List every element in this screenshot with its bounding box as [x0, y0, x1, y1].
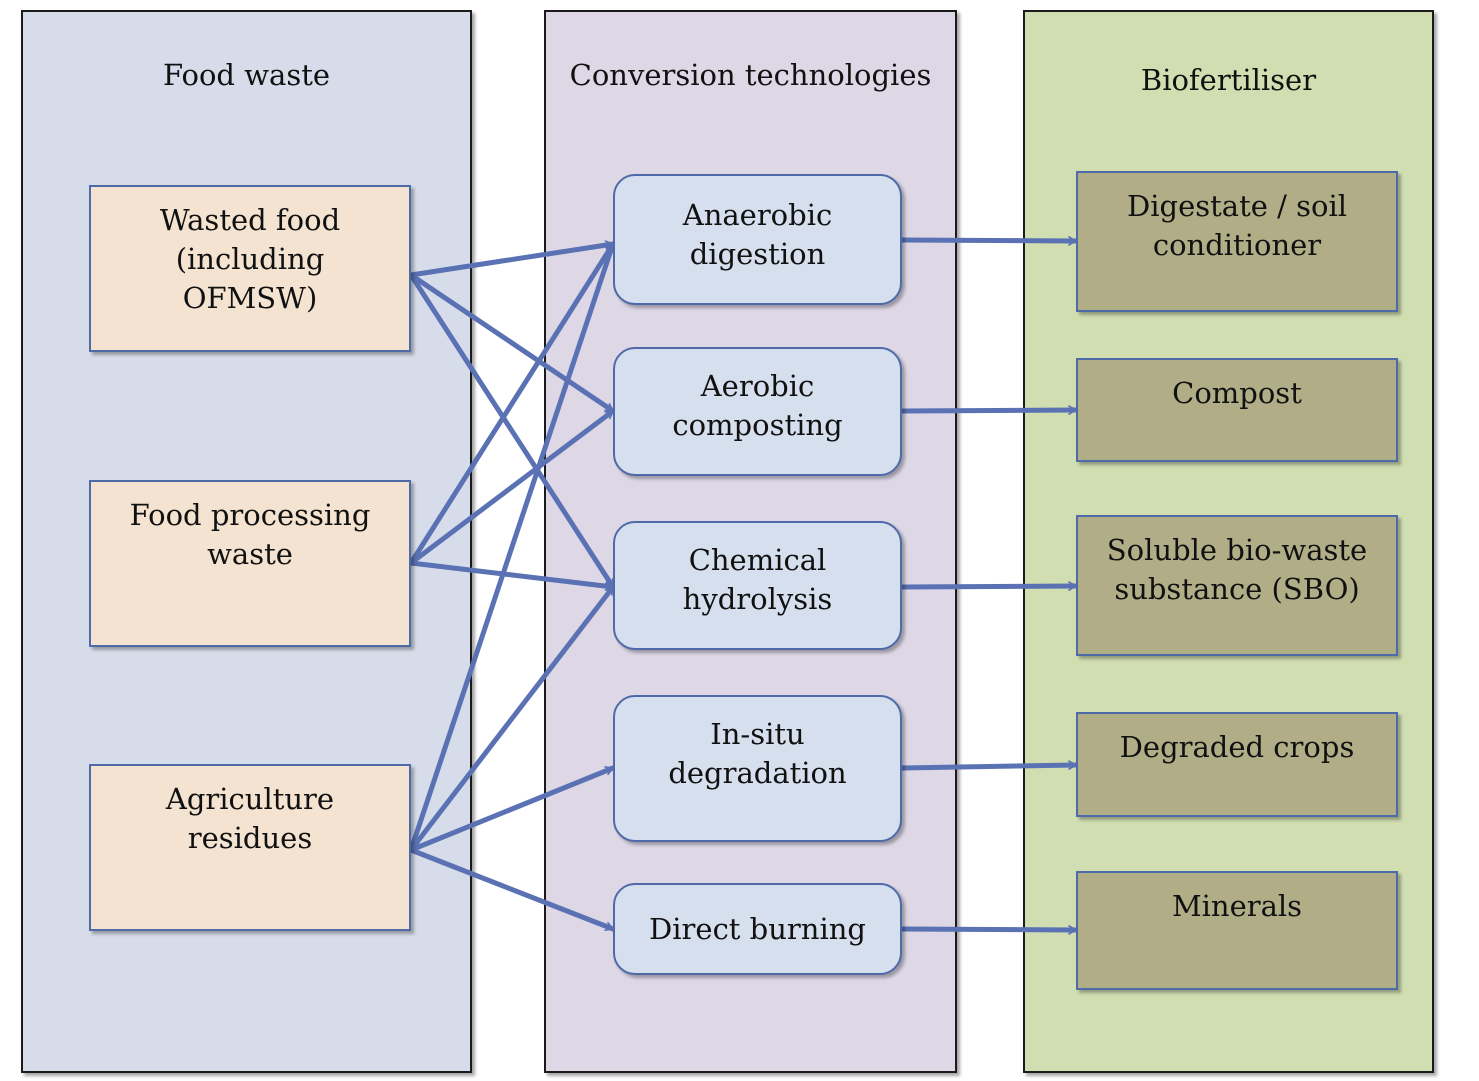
tech-label: In-situ degradation: [668, 717, 847, 790]
conversion-technologies-title: Conversion technologies: [569, 58, 932, 92]
tech-label: Chemical hydrolysis: [682, 543, 833, 616]
output-digestate: Digestate / soil conditioner: [1076, 171, 1398, 312]
source-agriculture-residues: Agriculture residues: [89, 764, 411, 931]
output-label: Compost: [1172, 376, 1302, 410]
food-waste-title: Food waste: [162, 58, 331, 92]
tech-aerobic-composting: Aerobic composting: [613, 347, 902, 476]
biofertiliser-title: Biofertiliser: [1140, 63, 1317, 97]
output-label: Minerals: [1171, 889, 1303, 923]
output-degraded-crops: Degraded crops: [1076, 712, 1398, 817]
output-label: Digestate / soil conditioner: [1127, 189, 1347, 262]
tech-label: Aerobic composting: [672, 369, 843, 442]
output-minerals: Minerals: [1076, 871, 1398, 990]
tech-label: Direct burning: [649, 911, 866, 946]
tech-in-situ-degradation: In-situ degradation: [613, 695, 902, 842]
source-label: Wasted food (including OFMSW): [159, 203, 341, 315]
output-sbo: Soluble bio-waste substance (SBO): [1076, 515, 1398, 656]
tech-direct-burning: Direct burning: [613, 883, 902, 975]
tech-chemical-hydrolysis: Chemical hydrolysis: [613, 521, 902, 650]
tech-anaerobic-digestion: Anaerobic digestion: [613, 174, 902, 305]
output-label: Soluble bio-waste substance (SBO): [1106, 533, 1368, 606]
tech-label: Anaerobic digestion: [682, 198, 833, 271]
source-label: Food processing waste: [129, 498, 371, 571]
source-wasted-food: Wasted food (including OFMSW): [89, 185, 411, 352]
output-label: Degraded crops: [1119, 730, 1355, 764]
source-food-processing-waste: Food processing waste: [89, 480, 411, 647]
output-compost: Compost: [1076, 358, 1398, 462]
source-label: Agriculture residues: [165, 782, 335, 855]
